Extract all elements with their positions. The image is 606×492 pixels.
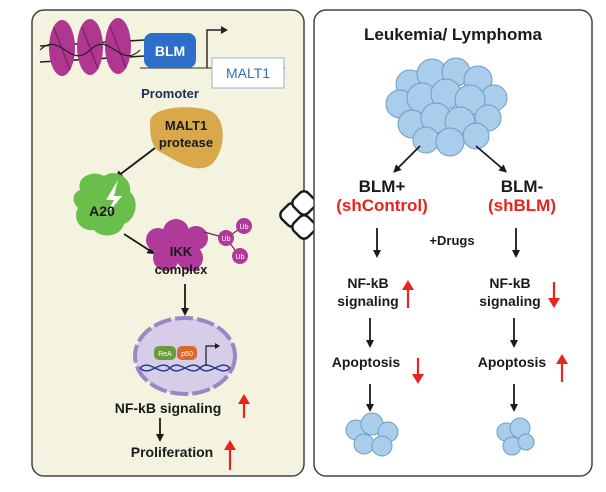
left-nfkb-line1: NF-kB	[347, 275, 388, 291]
left-nfkb-line2: signaling	[337, 293, 398, 309]
right-panel-title: Leukemia/ Lymphoma	[364, 25, 542, 44]
right-apoptosis-label: Apoptosis	[478, 354, 547, 370]
a20-shape	[73, 173, 136, 236]
knot-icon	[279, 190, 329, 240]
proliferation-label: Proliferation	[131, 444, 213, 460]
ub-bead-3	[232, 248, 248, 264]
blm-box	[144, 33, 196, 68]
nucleus-tss-icon	[205, 345, 216, 366]
a20-label: A20	[89, 203, 115, 219]
up-arrow-icon-proliferation	[224, 440, 236, 470]
ikk-label-line2: complex	[155, 262, 209, 277]
lightning-icon	[104, 180, 122, 218]
rela-label: ReA	[158, 351, 172, 358]
right-cell-group	[496, 417, 535, 456]
chromatin-icon	[39, 18, 146, 76]
promoter-label: Promoter	[141, 86, 199, 101]
malt1-gene-label: MALT1	[226, 65, 270, 81]
ub-label-3: Ub	[236, 254, 245, 261]
blm-label: BLM	[155, 43, 185, 59]
down-arrow-icon-left-apoptosis	[412, 358, 424, 384]
left-cell-group	[345, 412, 399, 457]
right-nfkb-line2: signaling	[479, 293, 540, 309]
arrow-protease-to-a20	[114, 147, 156, 179]
arrow-a20-to-ikk	[123, 233, 156, 255]
arrow-cluster-to-blm-minus	[475, 145, 508, 173]
p50-box	[177, 346, 197, 360]
drugs-label: +Drugs	[429, 233, 474, 248]
ikk-label-line1: IKK	[170, 244, 193, 259]
blm-plus-label: BLM+	[359, 177, 406, 196]
blm-minus-label: BLM-	[501, 177, 543, 196]
protease-label-line2: protease	[159, 135, 213, 150]
up-arrow-icon-right-apoptosis	[556, 354, 568, 382]
ub-label-2: Ub	[240, 224, 249, 231]
malt1-gene-box	[211, 57, 285, 89]
p50-label: p50	[181, 351, 193, 358]
ub-bead-1	[218, 230, 234, 246]
up-arrow-icon-nfkb	[238, 394, 250, 418]
nfkb-signaling-label: NF-kB signaling	[115, 400, 222, 416]
malt1-protease-shape	[150, 107, 223, 169]
right-nfkb-line1: NF-kB	[489, 275, 530, 291]
rela-box	[154, 346, 176, 360]
left-apoptosis-label: Apoptosis	[332, 354, 401, 370]
ikk-complex-shape	[146, 219, 208, 271]
ub-bead-2	[236, 218, 252, 234]
sh-control-label: (shControl)	[336, 196, 428, 215]
sh-blm-label: (shBLM)	[488, 196, 556, 215]
ub-label-1: Ub	[222, 236, 231, 243]
arrow-cluster-to-blm-plus	[393, 145, 421, 173]
tss-arrow-icon	[206, 29, 222, 68]
down-arrow-icon-right-nfkb	[548, 282, 560, 308]
up-arrow-icon-left-nfkb	[402, 280, 414, 308]
protease-label-line1: MALT1	[165, 118, 207, 133]
right-panel	[313, 9, 593, 477]
